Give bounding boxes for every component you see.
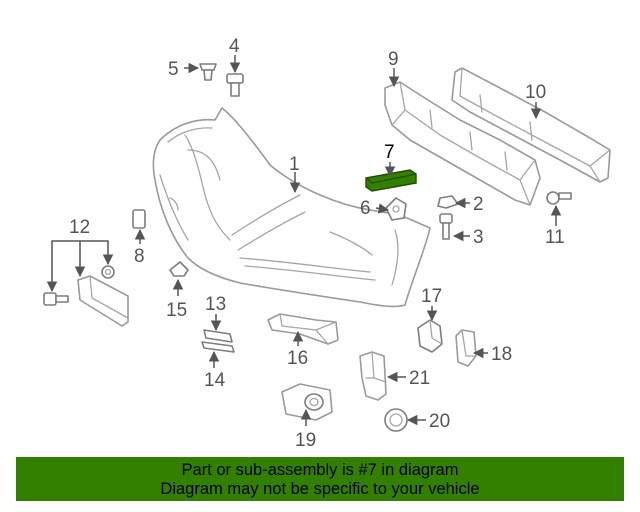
bumper-reinforcement [451, 67, 611, 183]
diagram-notice-banner: Part or sub-assembly is #7 in diagram Di… [16, 457, 624, 501]
bumper-cover [152, 107, 431, 308]
part-15-clip [169, 261, 189, 277]
callout-6: 6 [360, 198, 371, 219]
callout-8: 8 [134, 246, 145, 267]
notice-line-part: Part or sub-assembly is #7 in diagram [181, 461, 459, 479]
callout-7: 7 [384, 142, 395, 163]
notice-line-disclaimer: Diagram may not be specific to your vehi… [160, 480, 480, 498]
callout-5: 5 [168, 59, 179, 80]
callout-3: 3 [473, 227, 484, 248]
part-8-clip [132, 209, 146, 229]
part-7-bracket [365, 169, 417, 192]
callout-19: 19 [295, 430, 316, 451]
callout-18: 18 [491, 344, 512, 365]
callout-15: 15 [166, 300, 187, 321]
part-2-nut [437, 195, 459, 209]
callout-11: 11 [545, 227, 565, 248]
part-11-bolt [546, 191, 572, 205]
energy-absorber [384, 81, 541, 206]
callout-21: 21 [409, 368, 430, 389]
leader-lines [46, 55, 562, 426]
callout-16: 16 [287, 348, 308, 369]
callout-14: 14 [204, 370, 226, 391]
part-3-bolt [439, 213, 453, 240]
part-13-14-retainers [201, 329, 235, 353]
part-21-bracket [359, 351, 387, 401]
parts-diagram: 1 2 3 4 5 6 7 8 9 10 11 12 13 14 15 16 1… [43, 36, 611, 451]
callout-1: 1 [289, 154, 300, 175]
part-17-sensor [417, 319, 443, 353]
callout-numbers: 1 2 3 4 5 6 7 8 9 10 11 12 13 14 15 16 1… [69, 36, 565, 451]
callout-20: 20 [429, 411, 450, 432]
part-18-bracket [455, 329, 477, 367]
part-20-grommet [384, 408, 408, 432]
part-19-sensor [281, 383, 333, 421]
callout-2: 2 [473, 194, 484, 215]
part-12-bracket [43, 265, 129, 327]
callout-4: 4 [229, 36, 240, 57]
part-5-clip [199, 63, 217, 81]
callout-17: 17 [421, 286, 442, 307]
callout-10: 10 [525, 82, 546, 103]
callout-13: 13 [205, 294, 226, 315]
part-6-bracket [385, 197, 407, 221]
part-16-bracket [267, 313, 339, 345]
part-4-bolt [226, 73, 244, 97]
callout-12: 12 [69, 217, 90, 238]
callout-9: 9 [388, 49, 399, 70]
